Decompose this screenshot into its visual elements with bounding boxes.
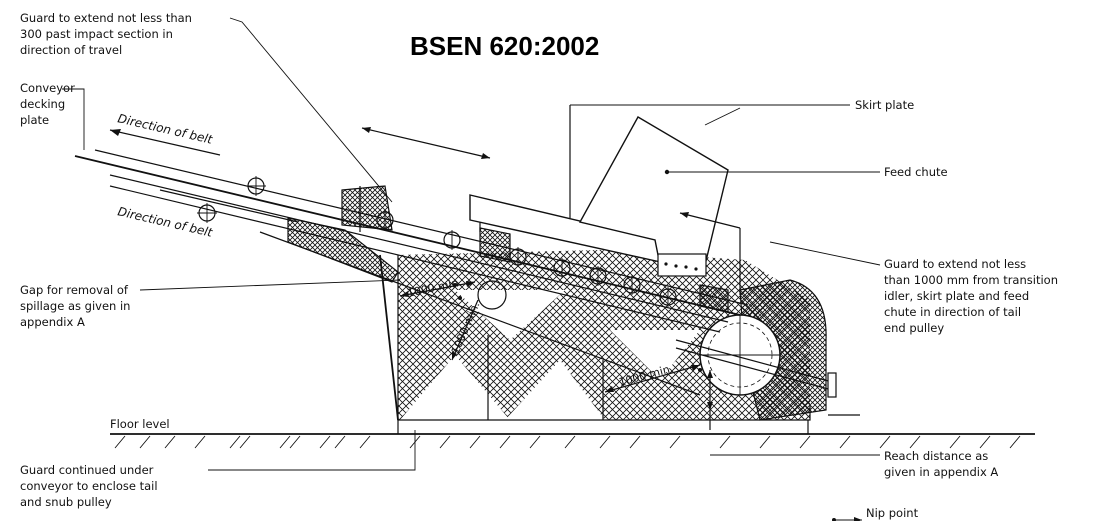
label-reach: Reach distance as given in appendix A [884, 449, 998, 479]
label-guard-right: Guard to extend not less than 1000 mm fr… [884, 257, 1062, 335]
label-direction-belt-top: Direction of belt [116, 111, 215, 147]
label-floor: Floor level [110, 417, 170, 431]
label-feed-chute: Feed chute [884, 165, 948, 179]
tail-end-guard [675, 279, 860, 421]
floor [110, 433, 1035, 449]
label-gap: Gap for removal of spillage as given in … [20, 283, 134, 329]
idlers [197, 176, 677, 310]
label-skirt-plate: Skirt plate [855, 98, 914, 112]
page-title: BSEN 620:2002 [410, 31, 599, 61]
dimension-lines [361, 127, 741, 430]
nip-points [453, 283, 702, 372]
bolt-plate [657, 253, 707, 277]
feed-chute [578, 107, 880, 277]
label-nip-point: Nip point [866, 506, 919, 520]
mesh-guard-top [287, 185, 729, 313]
label-guard-under: Guard continued under conveyor to enclos… [20, 463, 161, 509]
leader-lines [62, 17, 881, 521]
snub-pulley [477, 280, 507, 310]
label-decking: Conveyor decking plate [20, 81, 78, 127]
label-guard-top: Guard to extend not less than 300 past i… [20, 11, 196, 57]
